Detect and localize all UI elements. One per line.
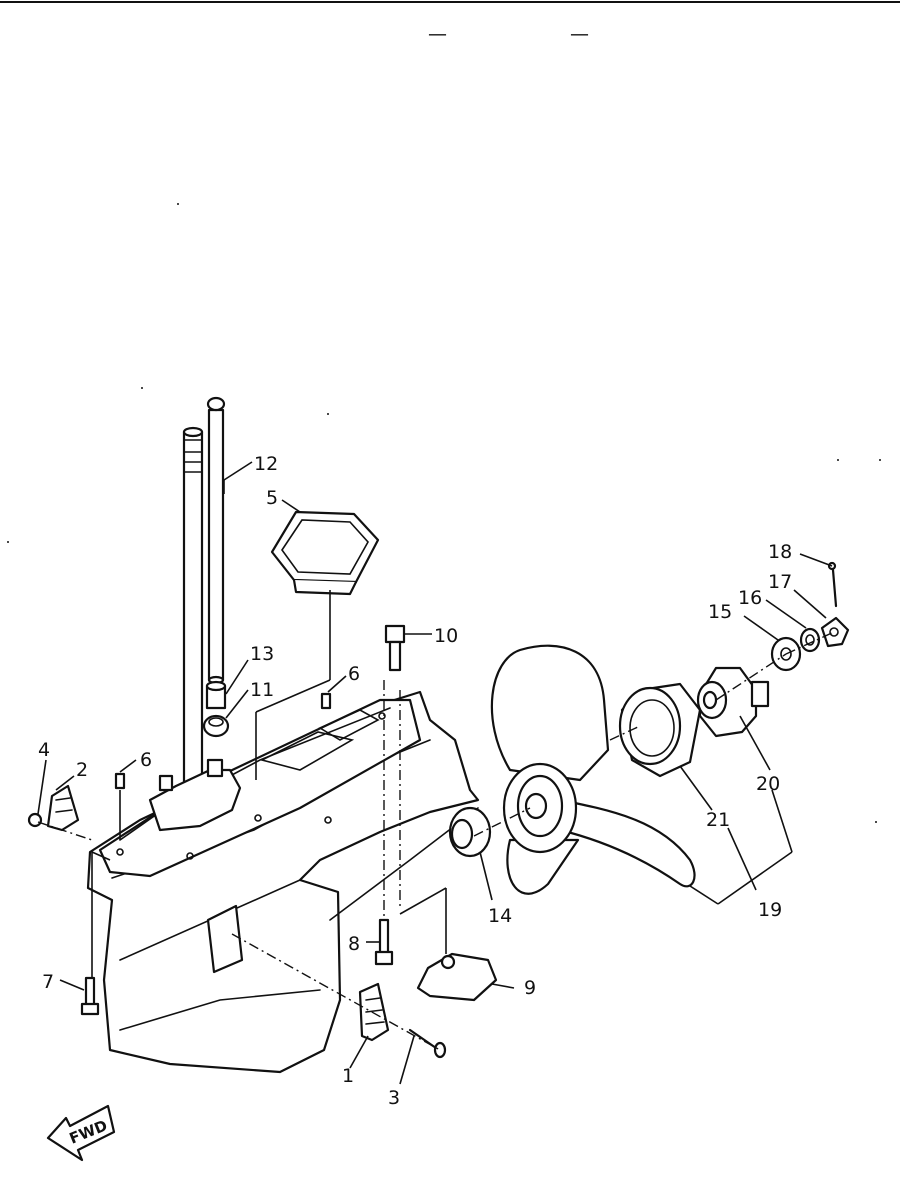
dowel-pin-left	[114, 772, 126, 790]
callout-3: 3	[388, 1087, 400, 1109]
callout-1: 1	[342, 1065, 354, 1087]
callout-12: 12	[254, 453, 278, 475]
callout-10: 10	[434, 625, 458, 647]
callout-14: 14	[488, 905, 512, 927]
callout-21: 21	[706, 809, 730, 831]
spacer-21	[618, 682, 702, 778]
hub-20	[696, 666, 770, 738]
anode-mount	[206, 904, 244, 974]
thrust-washer-14	[448, 806, 492, 858]
callout-20: 20	[756, 773, 780, 795]
header-mark-right: —	[570, 23, 589, 45]
nut-4	[27, 812, 43, 828]
callout-18: 18	[768, 541, 792, 563]
gasket	[270, 510, 380, 596]
bushing-13	[205, 680, 227, 710]
lower-case-housing	[86, 690, 480, 1074]
callout-15: 15	[708, 601, 732, 623]
leader-lines	[37, 461, 833, 1085]
assembly-lines	[37, 631, 835, 1051]
bolt-3	[408, 1028, 447, 1059]
bolt-10	[384, 624, 406, 672]
callout-4: 4	[38, 739, 50, 761]
callout-16: 16	[738, 587, 762, 609]
callout-13: 13	[250, 643, 274, 665]
bolt-8	[374, 918, 394, 966]
callout-labels: 1 2 3 4 5 6 6 7 8 9 10 11 12 13 14 15 16…	[38, 453, 792, 1109]
anode-2	[46, 784, 80, 832]
callout-5: 5	[266, 487, 278, 509]
cotter-pin-18	[827, 561, 838, 608]
seal-11	[202, 714, 230, 738]
callout-7: 7	[42, 971, 54, 993]
castle-nut-17	[820, 616, 850, 648]
anode-1	[358, 982, 390, 1042]
washer-16	[799, 627, 821, 653]
propeller	[490, 644, 696, 895]
fwd-arrow: FWD	[46, 1104, 116, 1162]
cover-9	[416, 952, 498, 1002]
callout-17: 17	[768, 571, 792, 593]
drive-shaft	[182, 426, 204, 794]
callout-2: 2	[76, 759, 88, 781]
specks	[7, 203, 881, 823]
callout-6-right: 6	[348, 663, 360, 685]
bolt-7	[80, 976, 100, 1016]
callout-8: 8	[348, 933, 360, 955]
header-mark-left: —	[428, 23, 447, 45]
callout-19: 19	[758, 899, 782, 921]
shift-rod	[206, 396, 226, 685]
callout-6-left: 6	[140, 749, 152, 771]
dowel-pin-right	[320, 692, 332, 710]
callout-11: 11	[250, 679, 274, 701]
callout-9: 9	[524, 977, 536, 999]
